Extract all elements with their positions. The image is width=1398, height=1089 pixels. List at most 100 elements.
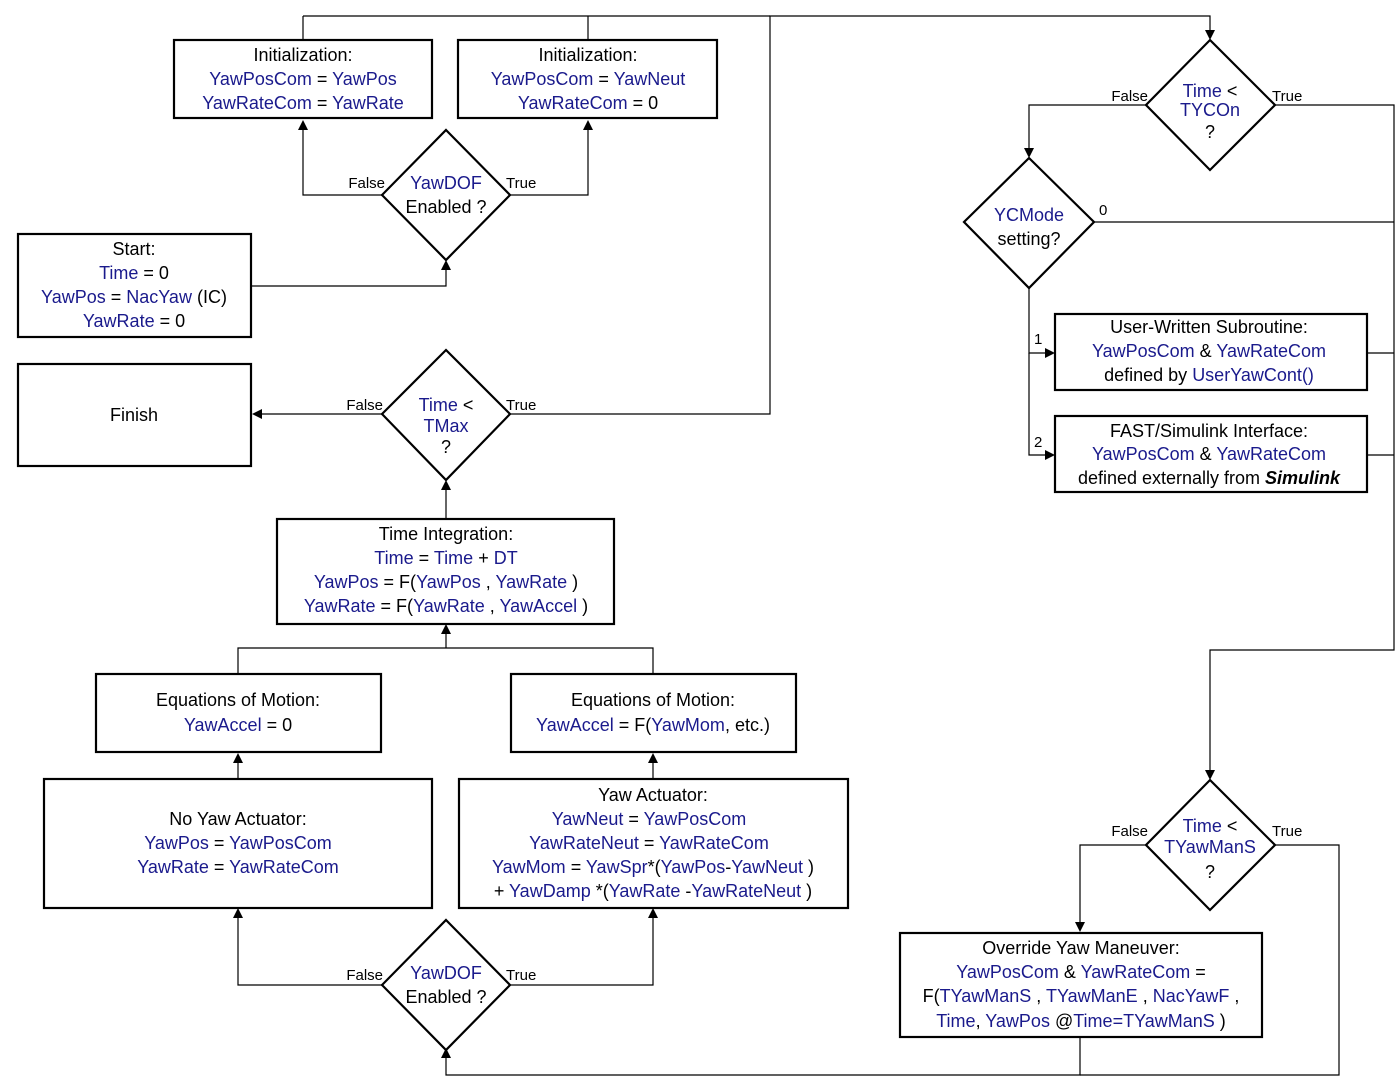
arrowhead-to-init-false	[298, 120, 308, 130]
arrowhead-to-fast-simulink	[1045, 450, 1055, 460]
decision-yawdof-bottom: YawDOF Enabled ?	[380, 918, 512, 1052]
decision-var: TYawManS	[1164, 837, 1256, 857]
arrowheads	[233, 30, 1215, 1058]
node-title: Initialization:	[538, 45, 637, 65]
node-user-written: User-Written Subroutine: YawPosCom & Yaw…	[1053, 312, 1369, 392]
label-yawdof-bottom-true: True	[506, 967, 536, 984]
node-title: Equations of Motion:	[571, 690, 735, 710]
node-time-integration: Time Integration: Time = Time + DT YawPo…	[275, 517, 616, 626]
node-title: Time Integration:	[379, 524, 513, 544]
node-title: User-Written Subroutine:	[1110, 317, 1308, 337]
arrowhead-to-eom-true	[648, 753, 658, 763]
arrowhead-to-yawdof-bottom	[441, 1048, 451, 1058]
connectors	[237, 15, 1395, 1076]
decision-line: Time <	[1183, 81, 1238, 101]
node-line: YawAccel = F(YawMom, etc.)	[536, 715, 770, 735]
node-eom-true: Equations of Motion: YawAccel = F(YawMom…	[509, 672, 798, 754]
node-eom-false: Equations of Motion: YawAccel = 0	[94, 672, 383, 754]
decision-tycon: Time < TYCOn ?	[1144, 38, 1277, 172]
decision-var: YawDOF	[410, 173, 482, 193]
arrowhead-to-eom-false	[233, 753, 243, 763]
label-ycmode-0: 0	[1099, 202, 1107, 219]
connector-eom-merge	[237, 647, 654, 674]
node-line: F(TYawManS , TYawManE , NacYawF ,	[923, 986, 1240, 1006]
node-line: YawMom = YawSpr*(YawPos-YawNeut )	[492, 857, 814, 877]
node-title: Equations of Motion:	[156, 690, 320, 710]
node-line: YawPos = F(YawPos , YawRate )	[314, 572, 578, 592]
label-tmax-false: False	[346, 397, 383, 414]
connector-yawdof-bottom-false	[237, 914, 382, 986]
node-init-true: Initialization: YawPosCom = YawNeut YawR…	[456, 38, 719, 120]
node-start: Start: Time = 0 YawPos = NacYaw (IC) Yaw…	[16, 232, 253, 339]
arrowhead-to-init-true	[583, 120, 593, 130]
node-title: Override Yaw Maneuver:	[982, 938, 1179, 958]
arrowhead-to-no-yaw-actuator	[233, 908, 243, 918]
node-line: YawAccel = 0	[184, 715, 292, 735]
label-yawdof-top-true: True	[506, 175, 536, 192]
node-line: Time = 0	[99, 263, 169, 283]
node-title: Yaw Actuator:	[598, 785, 708, 805]
decision-text: setting?	[997, 229, 1060, 249]
label-tyawmans-true: True	[1272, 823, 1302, 840]
node-line: defined by UserYawCont()	[1104, 365, 1314, 385]
connector-yawdof-top-false	[302, 126, 382, 196]
node-line: Time, YawPos @Time=TYawManS )	[936, 1011, 1226, 1031]
arrowhead-to-yaw-actuator	[648, 908, 658, 918]
node-line: YawPosCom = YawNeut	[491, 69, 686, 89]
node-title: No Yaw Actuator:	[169, 809, 306, 829]
node-line: YawNeut = YawPosCom	[552, 809, 747, 829]
arrowhead-to-finish	[252, 409, 262, 419]
connector-start-to-yawdof	[251, 266, 447, 287]
node-line: YawPosCom & YawRateCom	[1092, 444, 1326, 464]
connector-yawdof-top-true	[510, 126, 589, 196]
label-tmax-true: True	[506, 397, 536, 414]
node-override: Override Yaw Maneuver: YawPosCom & YawRa…	[898, 931, 1264, 1039]
decision-line: Time <	[419, 395, 474, 415]
node-line: + YawDamp *(YawRate -YawRateNeut )	[494, 881, 812, 901]
decision-text: Enabled ?	[405, 197, 486, 217]
node-no-yaw-actuator: No Yaw Actuator: YawPos = YawPosCom YawR…	[42, 777, 434, 910]
label-yawdof-top-false: False	[348, 175, 385, 192]
node-line: YawRateCom = YawRate	[202, 93, 404, 113]
decision-tyawmans: Time < TYawManS ?	[1144, 778, 1277, 912]
node-line: YawPos = YawPosCom	[144, 833, 332, 853]
decision-question: ?	[1205, 862, 1215, 882]
node-line: defined externally from Simulink	[1078, 468, 1341, 488]
node-title: Initialization:	[253, 45, 352, 65]
node-line: YawRateNeut = YawRateCom	[529, 833, 769, 853]
arrowhead-to-ycmode	[1024, 148, 1034, 158]
decision-var: YawDOF	[410, 963, 482, 983]
node-line: YawPos = NacYaw (IC)	[41, 287, 227, 307]
node-line: YawRate = F(YawRate , YawAccel )	[304, 596, 588, 616]
arrowhead-to-time-integration	[441, 624, 451, 634]
decision-line: Time <	[1183, 816, 1238, 836]
decision-yawdof-top: YawDOF Enabled ?	[380, 128, 512, 262]
node-line: YawPosCom & YawRateCom =	[956, 962, 1206, 982]
label-ycmode-1: 1	[1034, 331, 1042, 348]
decision-var: YCMode	[994, 205, 1064, 225]
edge-labels: False True False True False True False T…	[346, 88, 1302, 984]
node-line: Time = Time + DT	[374, 548, 517, 568]
node-line: YawRate = YawRateCom	[137, 857, 339, 877]
label-tycon-false: False	[1111, 88, 1148, 105]
node-line: YawRateCom = 0	[518, 93, 658, 113]
decision-question: ?	[1205, 122, 1215, 142]
label-yawdof-bottom-false: False	[346, 967, 383, 984]
connector-tycon-true	[1209, 104, 1395, 774]
connector-yawdof-bottom-true	[510, 914, 654, 986]
node-line: YawPosCom = YawPos	[209, 69, 397, 89]
decision-ycmode: YCMode setting?	[962, 156, 1096, 290]
node-title: FAST/Simulink Interface:	[1110, 421, 1308, 441]
node-line: YawRate = 0	[83, 311, 185, 331]
node-title: Finish	[110, 405, 158, 425]
decision-var: TYCOn	[1180, 100, 1240, 120]
arrowhead-to-tyawmans	[1205, 770, 1215, 780]
arrowhead-to-tycon	[1205, 30, 1215, 40]
connector-ycmode-2	[1028, 353, 1049, 456]
node-yaw-actuator: Yaw Actuator: YawNeut = YawPosCom YawRat…	[457, 777, 850, 910]
decision-question: ?	[441, 437, 451, 457]
node-init-false: Initialization: YawPosCom = YawPos YawRa…	[172, 38, 434, 120]
connector-bottom-return	[445, 1037, 1081, 1076]
decision-var: TMax	[424, 416, 469, 436]
